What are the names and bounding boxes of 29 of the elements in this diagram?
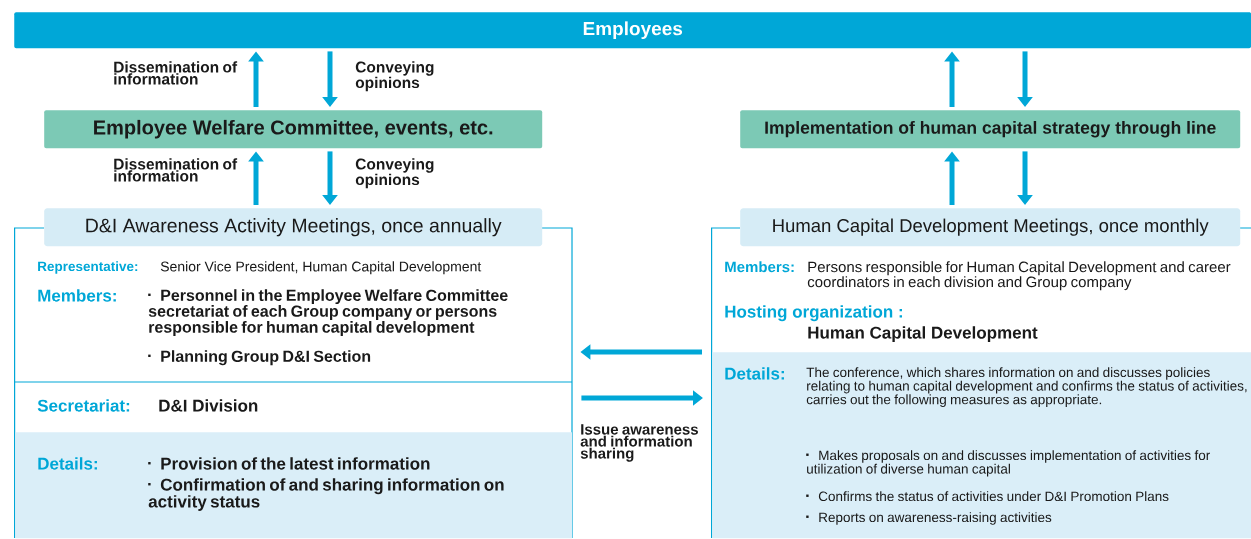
- bullet-item: Makes proposals on and discusses implementation of activities for utilization of diverse human capital: [806, 450, 1210, 477]
- field-value: Senior Vice President, Human Capital Development: [160, 261, 482, 275]
- edge-label: Conveying opinions: [355, 61, 434, 92]
- committee-box: Employee Welfare Committee, events, etc.: [44, 110, 543, 149]
- field-value: D&I Division: [159, 399, 258, 412]
- field-label: Representative:: [38, 261, 138, 274]
- edge-label: Issue awareness and information sharing: [580, 424, 698, 462]
- field-label: Members:: [38, 289, 116, 302]
- field-label: Details:: [38, 457, 97, 470]
- strategy-box: Implementation of human capital strategy through line: [740, 110, 1241, 149]
- field-label: Hosting organization :: [725, 305, 902, 322]
- field-value: The conference, which shares information on and discusses policies relating to human capital development and confirms the status of activities, carries out the following measures as appropriate.: [806, 367, 1247, 407]
- bullet-item: Provision of the latest information: [148, 457, 430, 470]
- meeting-heading: Human Capital Development Meetings, once monthly: [740, 208, 1241, 247]
- edge-label: Conveying opinions: [355, 158, 434, 189]
- bullet-item: Confirmation of and sharing information on activity status: [148, 478, 504, 511]
- field-label: Details:: [725, 367, 784, 380]
- bullet-item: Personnel in the Employee Welfare Committee secretariat of each Group company or persons responsible for human capital development: [148, 289, 508, 336]
- edge-label: Dissemination of information: [114, 61, 238, 85]
- field-label: Secretariat:: [37, 399, 130, 412]
- bullet-item: Planning Group D&I Section: [148, 350, 371, 366]
- field-value: Human Capital Development: [808, 326, 1038, 343]
- field-label: Members:: [725, 261, 794, 273]
- field-value: Persons responsible for Human Capital Development and career coordinators in each division and Group company: [807, 261, 1231, 291]
- bullet-item: Confirms the status of activities under D&I Promotion Plans: [806, 491, 1169, 502]
- bullet-item: Reports on awareness-raising activities: [806, 512, 1052, 525]
- edge-label: Dissemination of information: [114, 158, 238, 182]
- header-bar: Employees: [14, 12, 1251, 49]
- meeting-heading: D&I Awareness Activity Meetings, once annually: [44, 208, 543, 247]
